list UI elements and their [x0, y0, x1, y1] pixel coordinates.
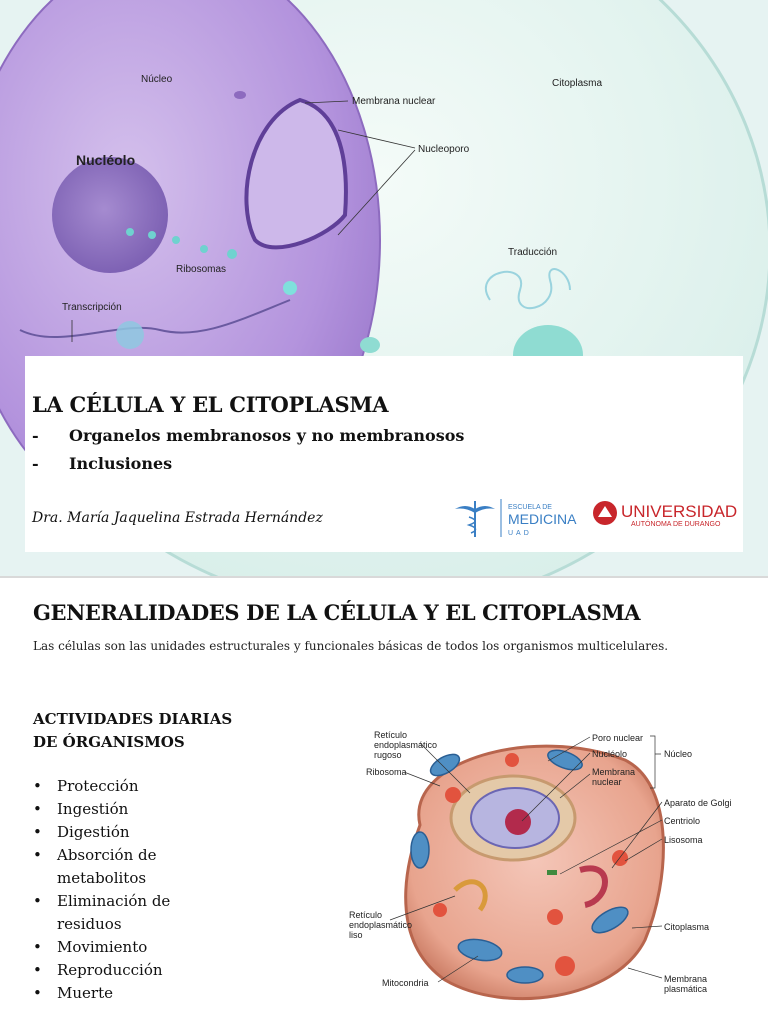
- label-centriolo: Centriolo: [664, 816, 701, 826]
- label-nucleoporo: Nucleoporo: [418, 144, 470, 155]
- label-citoplasma-diagram: Citoplasma: [664, 922, 710, 932]
- label-lisosoma: Lisosoma: [664, 835, 703, 845]
- logo-med-line1: ESCUELA DE: [508, 504, 552, 511]
- subtitle-1: -Organelos membranosos y no membranosos: [32, 426, 465, 445]
- slide-divider: [0, 576, 768, 578]
- animal-cell-diagram: [404, 744, 665, 1001]
- dna-strand: [19, 299, 291, 338]
- nucleolus-shape: [52, 157, 168, 273]
- activities-list: Protección Ingestión Digestión Absorción…: [33, 775, 170, 1005]
- logo-med-line3: UAD: [508, 530, 532, 537]
- logo-uni-line1: UNIVERSIDAD: [621, 502, 737, 521]
- mrna-strand: [484, 268, 571, 309]
- activity-item: Digestión: [33, 821, 170, 844]
- escuela-medicina-logo: ESCUELA DE MEDICINA UAD: [453, 497, 583, 544]
- activities-heading: ACTIVIDADES DIARIAS DE ÓRGANISMOS: [33, 710, 233, 751]
- label-nucleo: Núcleo: [141, 74, 173, 85]
- label-reticulo-rugoso: Retículo endoplasmático rugoso: [374, 730, 438, 760]
- label-membrana-plasmatica: Membrana plasmática: [664, 974, 708, 994]
- logo-uni-line2: AUTÓNOMA DE DURANGO: [631, 519, 721, 528]
- presentation-title: LA CÉLULA Y EL CITOPLASMA: [32, 392, 389, 417]
- title-slide: Núcleo Membrana nuclear Citoplasma Nuclé…: [0, 0, 768, 577]
- label-aparato-golgi: Aparato de Golgi: [664, 798, 732, 808]
- title-box: LA CÉLULA Y EL CITOPLASMA -Organelos mem…: [25, 356, 743, 552]
- label-membrana-nuclear-diagram: Membrana nuclear: [592, 767, 636, 787]
- ribosome-shape: [283, 281, 297, 295]
- smooth-er-shape: [453, 879, 488, 912]
- label-nucleolo: Nucléolo: [76, 152, 136, 168]
- activity-item: Movimiento: [33, 936, 170, 959]
- caduceus-icon: [455, 501, 495, 537]
- label-poro-nuclear: Poro nuclear: [592, 733, 644, 743]
- label-mitocondria: Mitocondria: [382, 978, 429, 988]
- slide-title: GENERALIDADES DE LA CÉLULA Y EL CITOPLAS…: [33, 600, 641, 625]
- intro-text: Las células son las unidades estructural…: [33, 639, 669, 653]
- author-name: Dra. María Jaquelina Estrada Hernández: [32, 510, 323, 526]
- label-ribosomas: Ribosomas: [176, 264, 227, 275]
- activity-item: Protección: [33, 775, 170, 798]
- nucleolus-shape-diagram: [505, 809, 531, 835]
- label-membrana-nuclear: Membrana nuclear: [352, 96, 436, 107]
- subtitle-2: -Inclusiones: [32, 454, 173, 473]
- nuclear-envelope-cutaway: [244, 97, 348, 250]
- label-nucleo-diagram: Núcleo: [664, 749, 693, 759]
- label-reticulo-liso: Retículo endoplasmático liso: [349, 910, 413, 940]
- label-citoplasma: Citoplasma: [552, 78, 603, 89]
- activity-item: Ingestión: [33, 798, 170, 821]
- label-nucleolo-diagram: Nucléolo: [592, 749, 628, 759]
- activity-item: Reproducción: [33, 959, 170, 982]
- label-ribosoma: Ribosoma: [366, 767, 407, 777]
- logo-med-line2: MEDICINA: [508, 511, 577, 527]
- label-traduccion: Traducción: [508, 247, 558, 258]
- activity-item: Muerte: [33, 982, 170, 1005]
- universidad-logo: UNIVERSIDAD AUTÓNOMA DE DURANGO: [591, 497, 741, 538]
- content-slide: GENERALIDADES DE LA CÉLULA Y EL CITOPLAS…: [0, 578, 768, 1024]
- centriole-shape: [547, 870, 557, 875]
- label-transcripcion: Transcripción: [62, 302, 122, 313]
